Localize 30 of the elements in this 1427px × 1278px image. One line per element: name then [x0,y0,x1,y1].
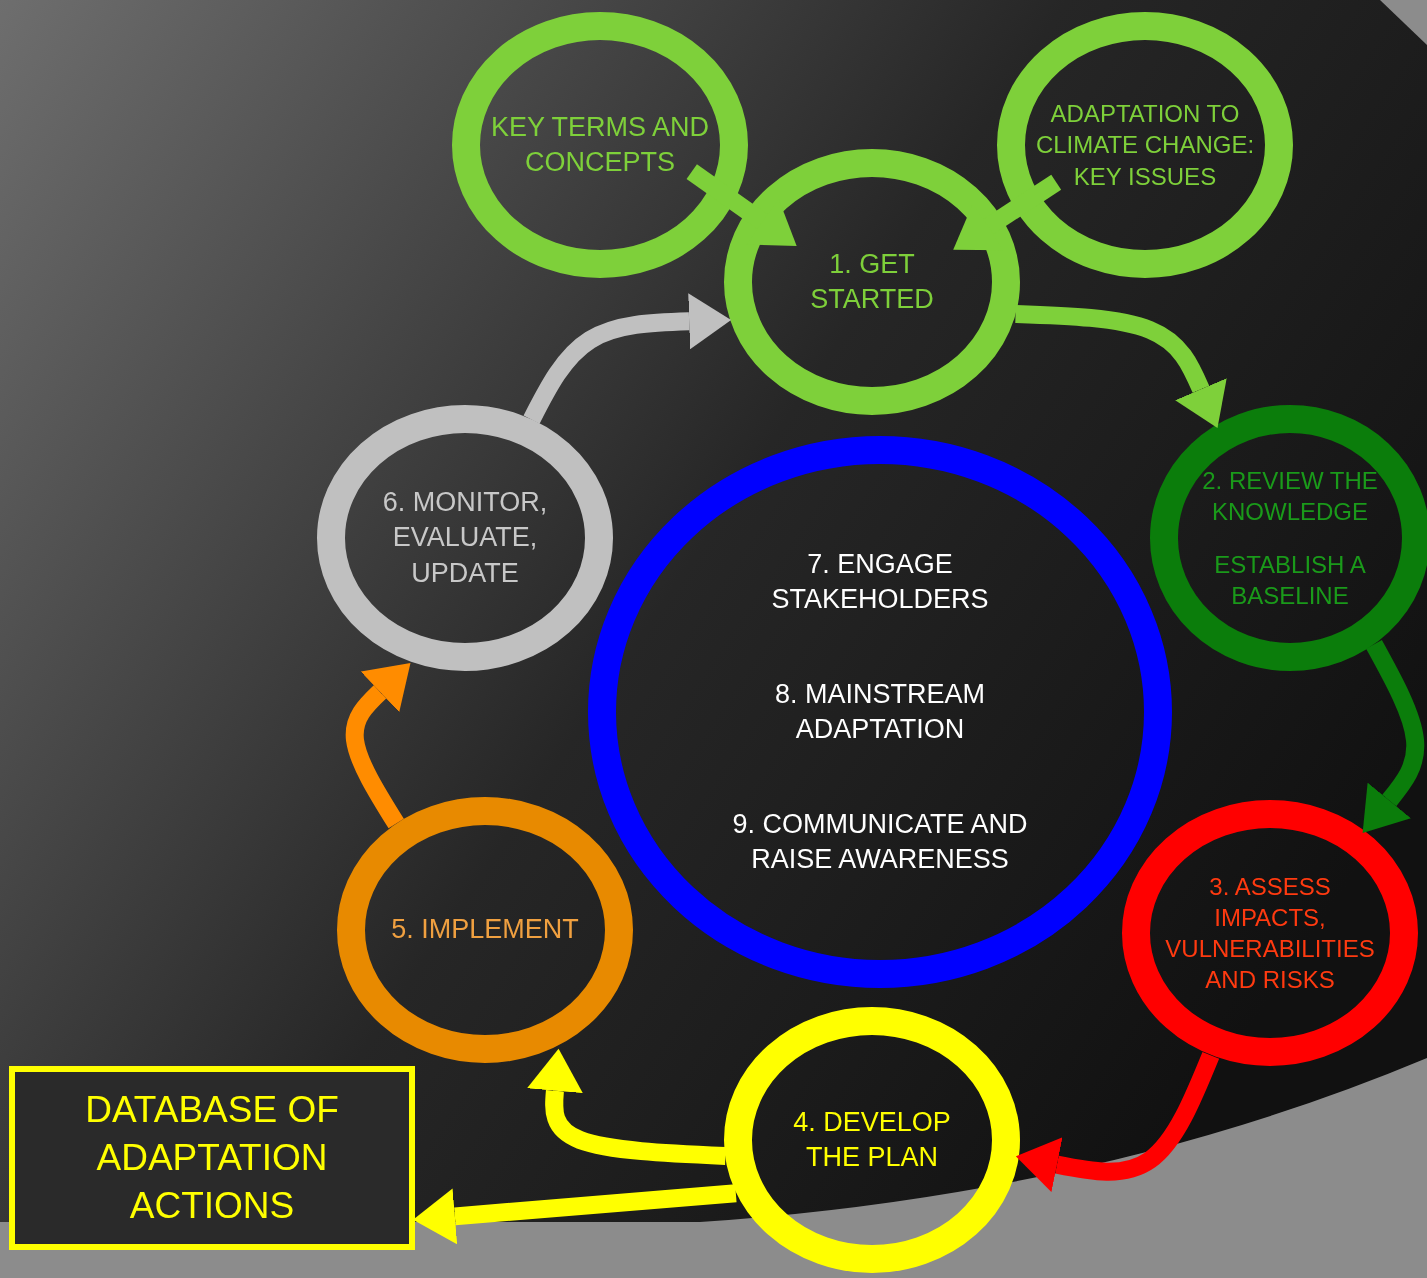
node-label: 3. ASSESS IMPACTS, VULNERABILITIES AND RISKS [1164,871,1376,996]
ring-circle [724,1007,1020,1273]
node-label: 9. COMMUNICATE AND RAISE AWARENESS [731,808,1029,877]
arrow [1015,304,1227,428]
node-label: 6. MONITOR, EVALUATE, UPDATE [381,486,549,590]
arrow [1362,640,1425,833]
arrow [413,1184,737,1245]
node-label: 5. IMPLEMENT [390,913,580,947]
arrow [953,174,1062,251]
text-box [9,1066,415,1250]
arrow [345,662,411,829]
node-label: 8. MAINSTREAM ADAPTATION [774,677,986,746]
arrow [686,164,797,246]
ring-circle [1122,800,1418,1066]
ring-circle [724,149,1020,415]
node-label: ESTABLISH A BASELINE [1213,550,1367,612]
node-label: 2. REVIEW THE KNOWLEDGE [1201,465,1379,527]
node-label: 7. ENGAGE STAKEHOLDERS [770,547,990,616]
node-label: DATABASE OF ADAPTATION ACTIONS [84,1087,340,1229]
node-label: 4. DEVELOP THE PLAN [792,1105,952,1174]
ring-circle [317,405,613,671]
node-label: 1. GET STARTED [809,247,935,316]
ring-circle [452,12,748,278]
arrow [1015,1051,1220,1193]
node-label: KEY TERMS AND CONCEPTS [490,110,710,179]
arrow [527,1048,726,1165]
ring-circle [337,797,633,1063]
ring-circle [997,12,1293,278]
arrow [523,293,732,424]
node-label: ADAPTATION TO CLIMATE CHANGE: KEY ISSUES [1034,99,1256,192]
